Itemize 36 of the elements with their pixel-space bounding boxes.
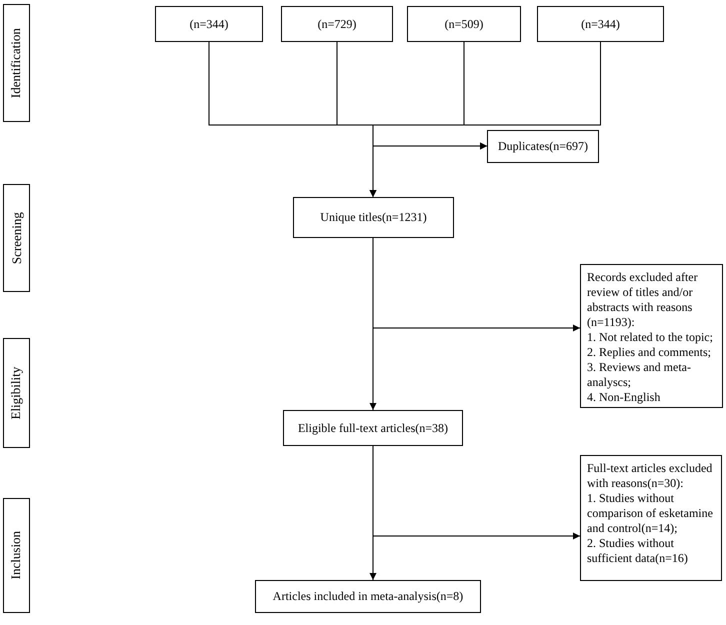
box-text: Eligible full-text articles(n=38): [298, 420, 448, 436]
box-text: (n=344): [190, 16, 228, 32]
box-text: 1. Not related to the topic;: [587, 330, 713, 345]
process-box: [293, 197, 454, 238]
box-text: Inclusion: [8, 531, 24, 580]
process-box: [487, 130, 599, 163]
box-text: 4. Non-English: [587, 390, 660, 405]
exclusion-box: [580, 264, 723, 408]
box-text: (n=344): [581, 16, 620, 32]
box-text: Screening: [8, 212, 25, 264]
process-box: [155, 6, 263, 42]
process-box: [281, 6, 393, 42]
box-text: 3. Reviews and meta-analyscs;: [587, 360, 692, 390]
stage-label-box: [3, 184, 30, 292]
box-text: Eligibility: [8, 366, 24, 420]
stage-label-box: [3, 338, 30, 448]
process-box: [407, 6, 521, 42]
stage-label-box: [3, 498, 30, 613]
box-text: Articles included in meta-analysis(n=8): [272, 589, 464, 604]
box-text: Unique titles(n=1231): [320, 210, 427, 225]
box-text: 2. Studies without sufficient data(n=16): [587, 536, 689, 566]
box-text: Identification: [8, 28, 24, 98]
box-text: 1. Studies without comparison of esketamine and control(n=14);: [587, 491, 714, 536]
box-text: 2. Replies and comments;: [587, 345, 711, 360]
arrow: [370, 238, 376, 410]
process-box: [537, 6, 664, 42]
process-box: [255, 580, 481, 613]
box-text: (n=509): [444, 16, 484, 32]
arrow: [370, 446, 376, 580]
exclusion-box: [580, 455, 722, 581]
box-text: (n=729): [318, 16, 356, 32]
box-text: Records excluded after review of titles and/or abstracts with reasons (n=1193):: [587, 270, 699, 330]
box-text: Full-text articles excluded with reasons(n=30):: [587, 461, 714, 491]
stage-label-box: [3, 4, 30, 122]
process-box: [283, 410, 463, 446]
box-text: Duplicates(n=697): [498, 139, 588, 154]
